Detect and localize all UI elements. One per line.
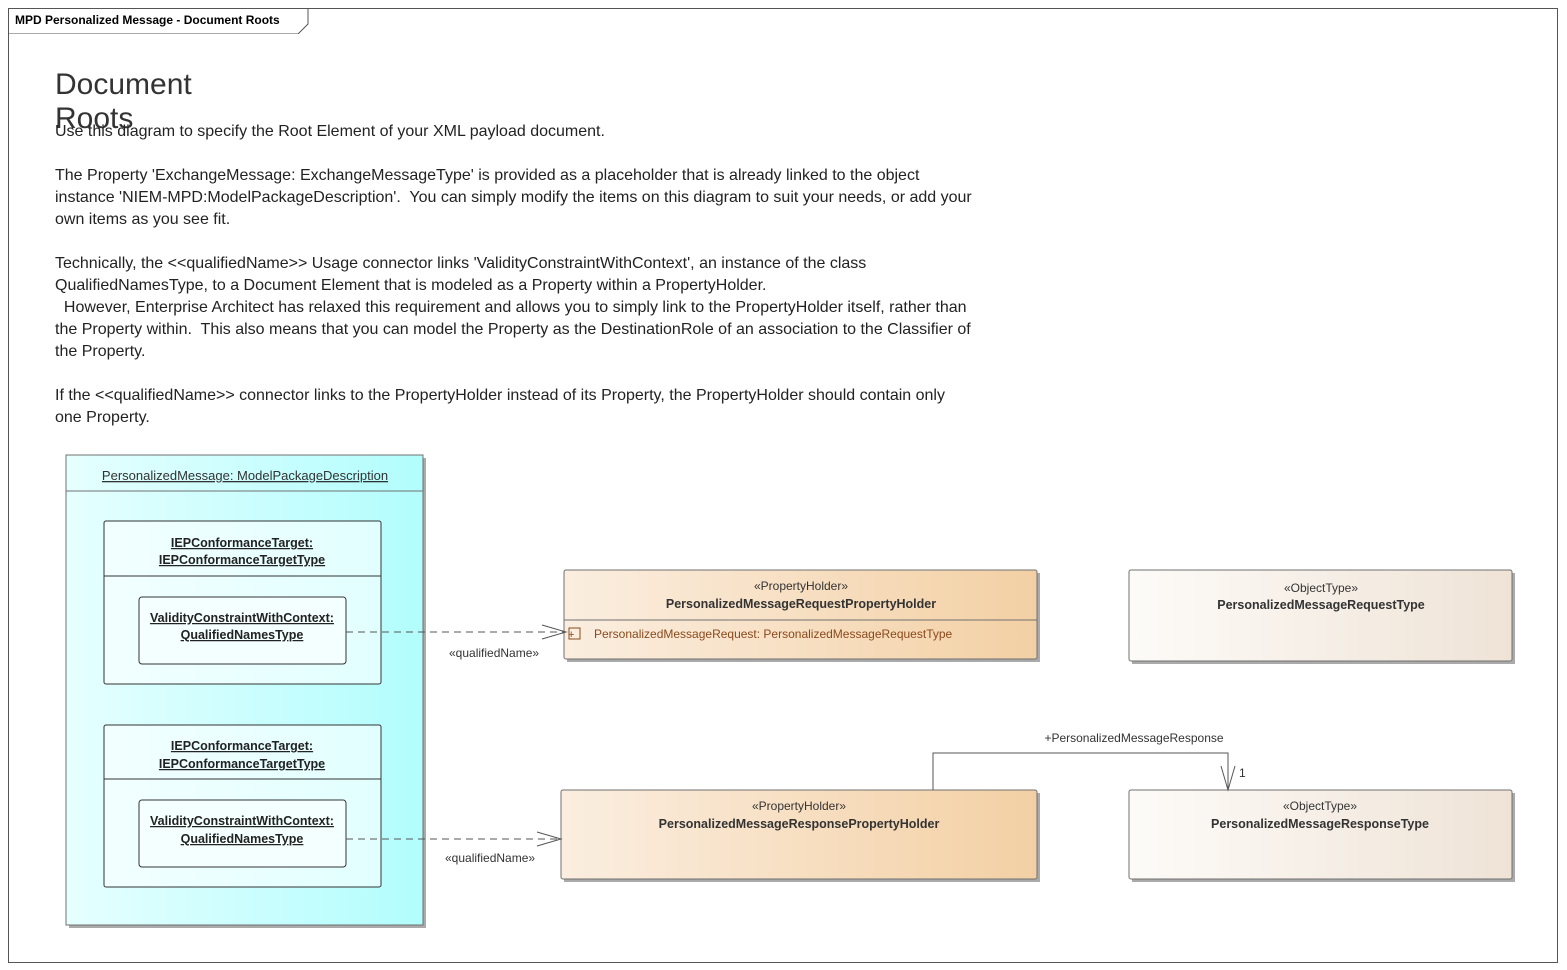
request-type-name: PersonalizedMessageRequestType <box>1217 598 1425 612</box>
conformance-target-1-line1: IEPConformanceTarget: <box>171 536 313 550</box>
request-type-stereotype: «ObjectType» <box>1284 581 1358 595</box>
qualified-name-connector-1[interactable]: «qualifiedName» <box>346 624 568 660</box>
request-property-holder[interactable]: «PropertyHolder» PersonalizedMessageRequ… <box>563 569 1040 662</box>
validity-constraint-1-line2: QualifiedNamesType <box>181 628 304 642</box>
validity-constraint-2-line1: ValidityConstraintWithContext: <box>150 814 334 828</box>
note-paragraph-1: Use this diagram to specify the Root Ele… <box>55 123 605 140</box>
note-paragraph-3: Technically, the <<qualifiedName>> Usage… <box>55 255 971 360</box>
frame-tab <box>8 8 309 34</box>
validity-constraint-1-line1: ValidityConstraintWithContext: <box>150 611 334 625</box>
conformance-target-2-line2: IEPConformanceTargetType <box>159 757 325 771</box>
response-property-holder[interactable]: «PropertyHolder» PersonalizedMessageResp… <box>560 789 1040 882</box>
validity-constraint-2-line2: QualifiedNamesType <box>181 832 304 846</box>
validity-constraint-2[interactable]: ValidityConstraintWithContext: Qualified… <box>138 799 347 868</box>
response-association[interactable]: +PersonalizedMessageResponse 1 <box>932 731 1246 792</box>
request-object-type[interactable]: «ObjectType» PersonalizedMessageRequestT… <box>1128 569 1515 664</box>
response-object-type[interactable]: «ObjectType» PersonalizedMessageResponse… <box>1128 789 1515 882</box>
response-holder-stereotype: «PropertyHolder» <box>752 799 846 813</box>
note-paragraph-4: If the <<qualifiedName>> connector links… <box>55 387 950 426</box>
qualified-name-label-2: «qualifiedName» <box>445 851 535 865</box>
association-role-label: +PersonalizedMessageResponse <box>1044 731 1223 745</box>
conformance-target-2-line1: IEPConformanceTarget: <box>171 739 313 753</box>
svg-text:+: + <box>568 629 574 641</box>
association-multiplicity: 1 <box>1239 766 1246 780</box>
mpd-title: PersonalizedMessage: ModelPackageDescrip… <box>102 468 388 483</box>
frame-label: MPD Personalized Message - Document Root… <box>15 13 280 27</box>
validity-constraint-1[interactable]: ValidityConstraintWithContext: Qualified… <box>138 596 347 665</box>
request-holder-stereotype: «PropertyHolder» <box>754 579 848 593</box>
property-icon: + <box>568 627 581 641</box>
note-paragraph-2: The Property 'ExchangeMessage: ExchangeM… <box>55 167 977 228</box>
request-holder-name: PersonalizedMessageRequestPropertyHolder <box>666 597 936 611</box>
qualified-name-label-1: «qualifiedName» <box>449 646 539 660</box>
qualified-name-connector-2[interactable]: «qualifiedName» <box>346 831 563 865</box>
diagram-frame <box>8 8 1558 963</box>
response-type-stereotype: «ObjectType» <box>1283 799 1357 813</box>
response-type-name: PersonalizedMessageResponseType <box>1211 817 1429 831</box>
conformance-target-1-line2: IEPConformanceTargetType <box>159 553 325 567</box>
request-holder-property: PersonalizedMessageRequest: Personalized… <box>594 627 953 641</box>
note-title: Document Roots <box>55 68 192 135</box>
note-description: Use this diagram to specify the Root Ele… <box>55 121 975 451</box>
response-holder-name: PersonalizedMessageResponsePropertyHolde… <box>659 817 940 831</box>
